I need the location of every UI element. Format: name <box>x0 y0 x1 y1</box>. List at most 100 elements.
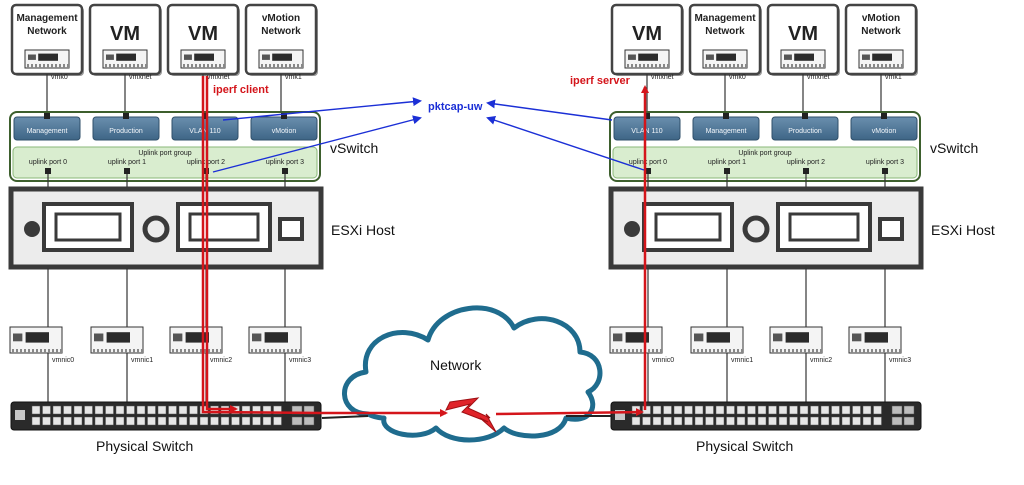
left-vswitch: vSwitch Management Production VLAN 110 vMoti… <box>9 111 378 182</box>
right-switch-port <box>631 416 641 426</box>
left-portgroup-3: VLAN 110 <box>171 113 239 141</box>
left-switch-port <box>168 405 177 415</box>
right-switch-port <box>820 416 830 426</box>
left-vmnic-icon-3 <box>248 326 302 354</box>
left-box-title: VM <box>188 23 218 45</box>
left-vmnic-icon-2 <box>169 326 223 354</box>
left-uplink-port-0 <box>45 168 51 174</box>
left-switch-port <box>136 416 146 426</box>
right-switch-port <box>673 416 683 426</box>
left-vmnic-icon-1 <box>90 326 144 354</box>
left-uplink-label-1: uplink port 1 <box>108 159 146 166</box>
right-switch-uplink-port <box>891 416 903 426</box>
left-switch-port <box>157 405 167 415</box>
right-switch-uplink-port <box>891 405 903 415</box>
right-portgroup-port <box>644 113 650 119</box>
left-switch-cloud-link <box>321 415 369 419</box>
right-uplink-port-3 <box>882 168 888 174</box>
right-switch-port <box>673 405 683 415</box>
right-portgroup-port <box>802 113 808 119</box>
right-switch-console-icon <box>615 410 625 420</box>
right-vmnic-icon-3 <box>848 326 902 354</box>
left-uplink-port-3 <box>282 168 288 174</box>
left-switch-port <box>105 405 114 415</box>
wan-link-icon <box>445 397 497 433</box>
left-switch-port <box>273 416 282 426</box>
left-uplink-group-label: Uplink port group <box>138 150 191 157</box>
right-physical-switch: Physical Switch <box>610 401 922 454</box>
left-switch-port <box>63 405 72 415</box>
right-host-drive-slot <box>788 212 860 242</box>
right-switch-port <box>873 405 882 415</box>
left-box-2: VM vmxnet <box>88 3 162 118</box>
right-switch-port <box>862 405 872 415</box>
right-vnic-label: vmk0 <box>729 74 746 81</box>
left-host-port <box>278 217 304 241</box>
left-switch-port <box>262 405 272 415</box>
right-portgroup-4: vMotion <box>850 113 918 141</box>
left-vswitch-label: vSwitch <box>330 140 378 156</box>
right-switch-port <box>820 405 830 415</box>
left-switch-port <box>94 405 104 415</box>
right-vnic-label: vmxnet <box>807 74 830 81</box>
left-vmnic-label-0: vmnic0 <box>52 357 74 364</box>
left-switch-port <box>52 405 62 415</box>
right-vmnic-icon-2 <box>769 326 823 354</box>
left-portgroup-4: vMotion <box>250 113 318 141</box>
right-vnic-icon <box>858 49 904 69</box>
right-switch-port <box>663 405 672 415</box>
right-uplink-group-label: Uplink port group <box>738 150 791 157</box>
pktcap-capture-arrows <box>212 97 645 173</box>
left-portgroup-1: Management <box>13 113 81 141</box>
left-switch-port <box>273 405 282 415</box>
right-switch-port <box>789 416 798 426</box>
right-switch-port <box>831 405 840 415</box>
left-host-knob <box>142 215 170 243</box>
right-switch-port <box>810 405 819 415</box>
right-switch-port <box>642 416 651 426</box>
left-switch-port <box>252 416 261 426</box>
right-switch-port <box>852 405 861 415</box>
left-host-power-icon <box>24 221 40 237</box>
capture-arrow-vlan110 <box>222 97 422 121</box>
left-portgroup-port <box>202 113 208 119</box>
right-uplink-label-1: uplink port 1 <box>708 159 746 166</box>
right-box-title: VM <box>788 23 818 45</box>
right-box-3: VM vmxnet <box>766 3 840 118</box>
left-vnic-label: vmxnet <box>207 74 230 81</box>
right-switch-port <box>799 405 809 415</box>
left-switch-port <box>73 416 83 426</box>
right-switch-port <box>705 405 714 415</box>
right-switch-port <box>736 405 746 415</box>
left-switch-port <box>241 405 251 415</box>
iperf-server-label: iperf server <box>570 75 631 87</box>
left-esxi-host: ESXi Host <box>8 186 395 270</box>
right-vnic-icon <box>702 49 748 69</box>
left-box-title: vMotion <box>262 13 300 24</box>
left-portgroup-label: vMotion <box>272 128 297 135</box>
right-box-title: vMotion <box>862 13 900 24</box>
right-switch-port <box>778 416 788 426</box>
left-switch-uplink-port <box>303 416 315 426</box>
left-switch-port <box>105 416 114 426</box>
left-switch-port <box>178 416 188 426</box>
left-box-title: VM <box>110 23 140 45</box>
right-switch-port <box>694 416 704 426</box>
left-vnic-icon <box>180 49 226 69</box>
left-portgroup-2: Production <box>92 113 160 141</box>
right-box-title: Management <box>694 13 756 24</box>
left-switch-port <box>252 405 261 415</box>
left-vnic-label: vmxnet <box>129 74 152 81</box>
right-portgroup-label: vMotion <box>872 128 897 135</box>
right-switch-port <box>810 416 819 426</box>
right-switch-uplink-port <box>903 416 915 426</box>
left-host-drive-slot <box>188 212 260 242</box>
right-vnic-icon <box>780 49 826 69</box>
right-host-group: VMvmxnetManagementNetworkvmk0VMvmxnetvMo… <box>608 3 995 454</box>
left-uplink-label-0: uplink port 0 <box>29 159 67 166</box>
